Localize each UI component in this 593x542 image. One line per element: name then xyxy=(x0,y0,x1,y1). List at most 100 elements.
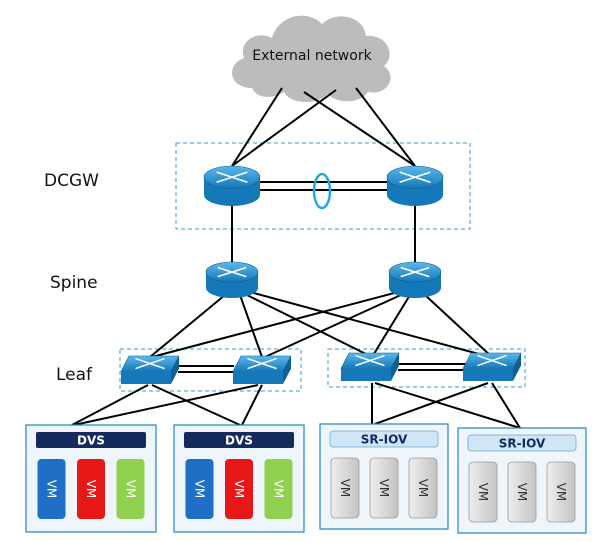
cloud-shape xyxy=(232,15,391,103)
vm: VM xyxy=(546,461,576,523)
leaf-group-box-right xyxy=(327,348,526,388)
link-spine2-leaf2 xyxy=(264,293,404,358)
link-spine2-leaf4 xyxy=(424,294,493,358)
vm-box xyxy=(37,459,66,519)
host-header-label: SR-IOV xyxy=(499,437,546,451)
vm-label: VM xyxy=(193,480,207,499)
vm: VM xyxy=(225,459,253,519)
link-spine1-leaf4 xyxy=(249,291,491,358)
link-cloud-dcgw2-a xyxy=(303,91,416,167)
host-header-label: SR-IOV xyxy=(361,433,408,447)
dcgw-router-1 xyxy=(203,165,261,207)
vm-box xyxy=(408,457,438,519)
link-leaf2-host2 xyxy=(241,384,263,426)
link-spine2-leaf1 xyxy=(151,291,399,358)
host-1: DVS VM VM VM xyxy=(25,424,157,533)
link-leaf3-host4 xyxy=(374,382,521,429)
link-cloud-dcgw2-b xyxy=(355,87,416,167)
vm-label: VM xyxy=(377,479,391,498)
vm-box xyxy=(116,459,145,519)
switch-arrows-icon xyxy=(477,354,507,367)
vm: VM xyxy=(507,461,537,523)
vm-label: VM xyxy=(554,483,568,502)
link-spine1-leaf3 xyxy=(244,293,373,358)
switch-arrows-icon xyxy=(135,357,165,370)
host-header-label: DVS xyxy=(225,434,253,448)
host-2: DVS VM VM VM xyxy=(173,424,305,533)
link-leaf1-host1 xyxy=(71,384,149,426)
vm: VM xyxy=(264,459,293,519)
vm-label: VM xyxy=(338,479,352,498)
tier-label-dcgw: DCGW xyxy=(44,171,99,191)
vm: VM xyxy=(369,457,399,519)
link-spine1-leaf1 xyxy=(149,294,226,358)
vm-label: VM xyxy=(84,480,98,499)
switch-side xyxy=(391,353,399,381)
sriov-header xyxy=(467,434,577,452)
vm-label: VM xyxy=(124,480,138,499)
vm-box xyxy=(507,461,537,523)
router-arrows-icon xyxy=(399,171,431,184)
vm: VM xyxy=(185,459,214,519)
switch-side xyxy=(513,353,521,381)
leaf-switch-4 xyxy=(462,352,522,381)
router-arrows-icon xyxy=(217,266,247,278)
switch-front xyxy=(341,368,391,381)
vm-label: VM xyxy=(45,480,59,499)
spine-router-1 xyxy=(205,261,259,298)
vm: VM xyxy=(408,457,438,519)
sriov-header xyxy=(329,430,439,448)
cloud-label: External network xyxy=(252,48,372,64)
link-spine2-leaf3 xyxy=(371,294,411,358)
vm-box xyxy=(77,459,105,519)
vm-box xyxy=(546,461,576,523)
external-network-cloud: External network xyxy=(232,15,391,103)
link-leaf1-host2 xyxy=(151,384,241,426)
vm-label: VM xyxy=(515,483,529,502)
host-4: SR-IOV VM VM VM xyxy=(457,427,587,534)
peer-links xyxy=(178,181,466,373)
vm-box xyxy=(264,459,293,519)
tier-label-leaf: Leaf xyxy=(56,365,93,385)
vm-box xyxy=(185,459,214,519)
vm: VM xyxy=(116,459,145,519)
vm-label: VM xyxy=(416,479,430,498)
vm-label: VM xyxy=(232,480,246,499)
leaf-switch-1 xyxy=(120,355,180,384)
vm-label: VM xyxy=(476,483,490,502)
dcgw-group-box xyxy=(175,142,471,230)
router-arrows-icon xyxy=(400,266,430,278)
switch-arrows-icon xyxy=(355,354,385,367)
vm: VM xyxy=(77,459,105,519)
vm: VM xyxy=(468,461,498,523)
switch-side xyxy=(283,356,291,384)
vm: VM xyxy=(330,457,360,519)
link-cloud-dcgw1-b xyxy=(231,89,337,167)
dvs-header xyxy=(36,432,146,448)
switch-side xyxy=(171,356,179,384)
vm-label: VM xyxy=(272,480,286,499)
links xyxy=(71,87,521,429)
link-leaf4-host3 xyxy=(374,382,489,425)
switch-arrows-icon xyxy=(247,357,277,370)
leaf-switch-3 xyxy=(340,352,400,381)
switch-front xyxy=(121,371,171,384)
host-header-label: DVS xyxy=(77,434,105,448)
lag-ring-icon xyxy=(312,172,332,210)
vm-box xyxy=(369,457,399,519)
vm-box xyxy=(468,461,498,523)
link-spine1-leaf2 xyxy=(239,294,263,358)
link-leaf2-host1 xyxy=(73,384,259,426)
link-leaf4-host4 xyxy=(491,382,521,429)
spine-router-2 xyxy=(388,261,442,298)
vm-box xyxy=(330,457,360,519)
vm: VM xyxy=(37,459,66,519)
leaf-switch-2 xyxy=(232,355,292,384)
switch-front xyxy=(233,371,283,384)
link-cloud-dcgw1-a xyxy=(231,87,283,167)
switch-front xyxy=(463,368,513,381)
tier-label-spine: Spine xyxy=(50,273,98,293)
host-3: SR-IOV VM VM VM xyxy=(319,423,449,530)
dvs-header xyxy=(184,432,294,448)
